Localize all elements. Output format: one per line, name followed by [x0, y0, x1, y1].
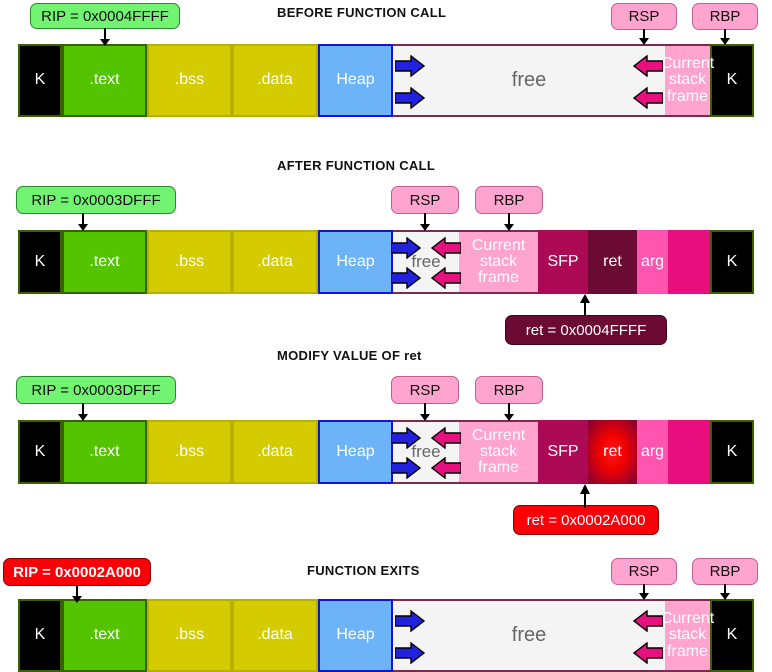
callout-rbp-exits: RBP: [692, 558, 758, 585]
segment-bss: .bss: [147, 44, 232, 117]
segment-kernel-high: K: [710, 420, 754, 484]
segment-heap: Heap: [318, 599, 393, 672]
segment-kernel-low: K: [18, 420, 62, 484]
segment-heap: Heap: [318, 230, 393, 294]
segment-heap: Heap: [318, 420, 393, 484]
segment-current-stack-frame: Current stack frame: [459, 420, 538, 484]
segment-data: .data: [232, 599, 318, 672]
heap-growth-arrow-icon: [395, 87, 425, 109]
callout-ret-after: ret = 0x0004FFFF: [505, 315, 667, 345]
panel-title-before-function-call: BEFORE FUNCTION CALL: [277, 5, 447, 20]
heap-growth-arrow-icon: [391, 457, 421, 479]
panel-title-function-exits: FUNCTION EXITS: [307, 563, 420, 578]
callout-rbp-after: RBP: [475, 186, 543, 214]
stack-growth-arrow-icon: [633, 87, 663, 109]
stack-growth-arrow-icon: [431, 457, 461, 479]
heap-growth-arrow-icon: [391, 237, 421, 259]
connector-rip-modify: [78, 403, 88, 421]
stack-growth-arrow-icon: [431, 237, 461, 259]
stack-growth-arrow-icon: [431, 267, 461, 289]
callout-rip-exits: RIP = 0x0002A000: [3, 558, 151, 586]
stack-growth-arrow-icon: [633, 55, 663, 77]
segment-stack-rest: [668, 230, 710, 294]
stack-growth-arrow-icon: [633, 610, 663, 632]
callout-rsp-modify: RSP: [391, 376, 459, 404]
segment-kernel-high: K: [710, 230, 754, 294]
connector-rip-after: [78, 213, 88, 231]
memory-bar-exits: K .text .bss .data Heap free Current sta…: [18, 599, 754, 672]
segment-kernel-low: K: [18, 230, 62, 294]
segment-text: .text: [62, 44, 147, 117]
connector-rsp-exits: [639, 584, 649, 600]
connector-rsp-before: [639, 29, 649, 45]
heap-growth-arrow-icon: [395, 55, 425, 77]
connector-rsp-modify: [420, 403, 430, 421]
callout-rip-before: RIP = 0x0004FFFF: [30, 3, 180, 29]
callout-rsp-exits: RSP: [611, 558, 677, 585]
segment-ret: ret: [588, 230, 637, 294]
callout-rip-after: RIP = 0x0003DFFF: [16, 186, 176, 214]
segment-text: .text: [62, 230, 147, 294]
segment-data: .data: [232, 44, 318, 117]
segment-free: free: [393, 599, 665, 672]
segment-current-stack-frame: Current stack frame: [459, 230, 538, 294]
segment-data: .data: [232, 420, 318, 484]
callout-ret-modify: ret = 0x0002A000: [513, 505, 659, 535]
callout-rsp-after: RSP: [391, 186, 459, 214]
connector-ret-after: [580, 294, 590, 316]
segment-sfp: SFP: [538, 230, 588, 294]
heap-growth-arrow-icon: [395, 642, 425, 664]
segment-data: .data: [232, 230, 318, 294]
memory-bar-before: K .text .bss .data Heap free Current sta…: [18, 44, 754, 117]
segment-bss: .bss: [147, 599, 232, 672]
segment-free: free: [393, 44, 665, 117]
segment-text: .text: [62, 599, 147, 672]
connector-rbp-before: [720, 29, 730, 45]
connector-ret-modify: [580, 484, 590, 508]
segment-ret: ret: [588, 420, 637, 484]
connector-rip-exits: [72, 585, 82, 603]
segment-current-stack-frame: Current stack frame: [661, 44, 714, 117]
connector-rbp-exits: [720, 584, 730, 600]
panel-title-after-function-call: AFTER FUNCTION CALL: [277, 158, 436, 173]
segment-kernel-low: K: [18, 44, 62, 117]
callout-rip-modify: RIP = 0x0003DFFF: [16, 376, 176, 404]
heap-growth-arrow-icon: [391, 267, 421, 289]
memory-bar-after: K .text .bss .data Heap free Current sta…: [18, 230, 754, 294]
connector-rsp-after: [420, 213, 430, 231]
heap-growth-arrow-icon: [391, 427, 421, 449]
segment-free: free: [391, 230, 461, 294]
segment-current-stack-frame: Current stack frame: [661, 599, 714, 672]
segment-bss: .bss: [147, 230, 232, 294]
segment-sfp: SFP: [538, 420, 588, 484]
segment-free: free: [391, 420, 461, 484]
connector-rbp-after: [504, 213, 514, 231]
segment-arg: arg: [637, 420, 668, 484]
stack-growth-arrow-icon: [431, 427, 461, 449]
callout-rsp-before: RSP: [611, 3, 677, 30]
heap-growth-arrow-icon: [395, 610, 425, 632]
segment-kernel-low: K: [18, 599, 62, 672]
connector-rip-before: [100, 28, 110, 46]
callout-rbp-modify: RBP: [475, 376, 543, 404]
segment-stack-rest: [668, 420, 710, 484]
stack-growth-arrow-icon: [633, 642, 663, 664]
memory-bar-modify: K .text .bss .data Heap free Current sta…: [18, 420, 754, 484]
segment-kernel-high: K: [710, 44, 754, 117]
connector-rbp-modify: [504, 403, 514, 421]
segment-bss: .bss: [147, 420, 232, 484]
segment-text: .text: [62, 420, 147, 484]
segment-kernel-high: K: [710, 599, 754, 672]
segment-heap: Heap: [318, 44, 393, 117]
panel-title-modify-value-of-ret: MODIFY VALUE OF ret: [277, 348, 422, 363]
segment-arg: arg: [637, 230, 668, 294]
callout-rbp-before: RBP: [692, 3, 758, 30]
